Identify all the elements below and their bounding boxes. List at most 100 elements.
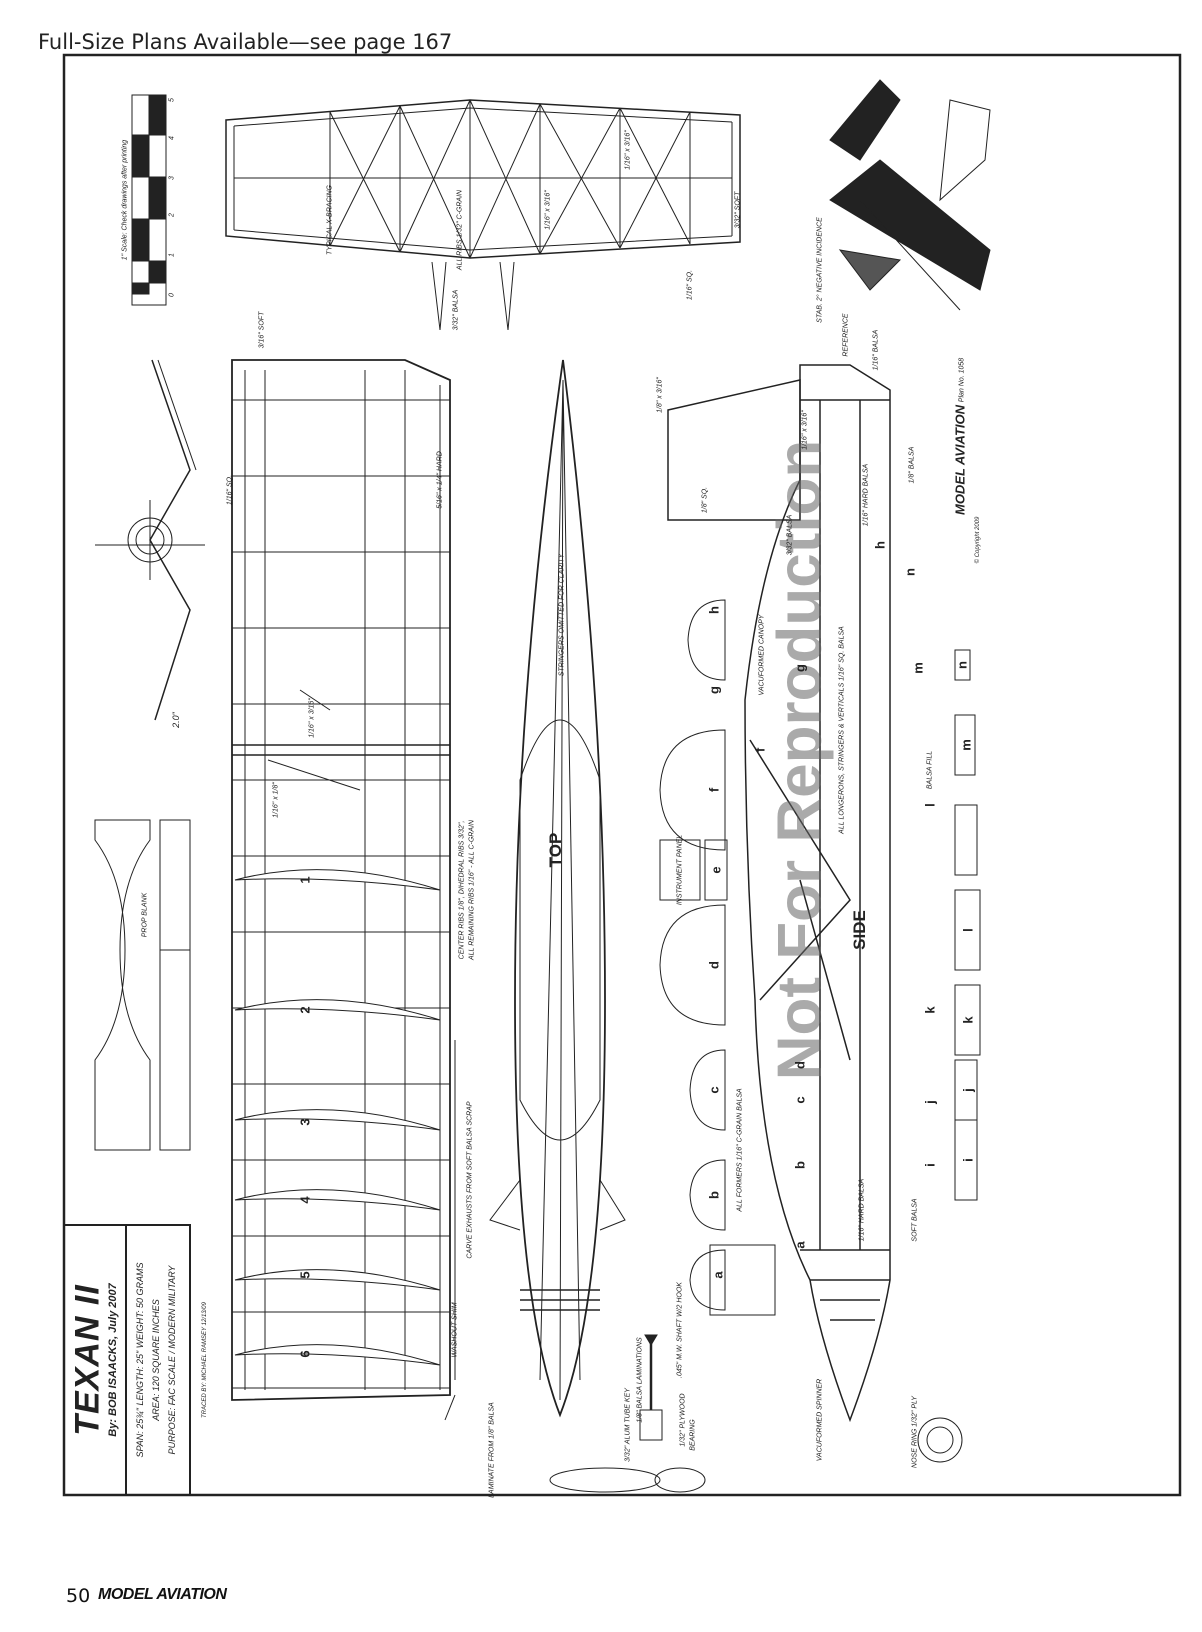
label: WASHOUT SHIM [451, 1302, 459, 1358]
formers-column [659, 599, 963, 1463]
former-letter: j [960, 1088, 976, 1092]
label: 1/8" BALSA LAMINATIONS [636, 1337, 644, 1423]
scale-tick: 0 [168, 293, 176, 297]
station-letter: f [752, 747, 768, 753]
label: 1/8" x 3/16" [656, 377, 664, 413]
label: 1/16" BALSA [872, 329, 880, 371]
plan-title: TEXAN II [68, 1284, 107, 1436]
label: 3/32" ALUM TUBE KEY [624, 1388, 632, 1462]
scale-label: 1" Scale: Check drawings after printing [121, 139, 129, 261]
station-letter: n [902, 568, 918, 576]
label: 1/8" SQ. [701, 486, 709, 514]
copyright: © Copyright 2009 [975, 516, 981, 564]
wing-plan-view [231, 359, 456, 1401]
label: 1/16" SQ. [686, 269, 694, 301]
label: INSTRUMENT PANEL [676, 834, 684, 906]
label: ALL RIBS 1/32" C-GRAIN [456, 189, 464, 271]
rib-number: 2 [297, 1006, 313, 1014]
former-letter: c [706, 1086, 722, 1094]
scale-bar [131, 94, 167, 306]
station-letter: j [922, 1100, 938, 1104]
rib-number: 3 [297, 1118, 313, 1126]
former-letter: m [958, 739, 974, 751]
station-letter: i [922, 1163, 938, 1167]
station-letter: d [792, 1061, 808, 1069]
scale-tick: 4 [168, 136, 176, 140]
washout-shim [444, 1394, 456, 1421]
label: 1/8" BALSA [908, 446, 916, 484]
label: 1/32" PLYWOOD [679, 1393, 687, 1447]
label: 5/16" x 1/4" HARD [436, 451, 444, 509]
station-letter: b [792, 1161, 808, 1169]
station-letter: a [792, 1241, 808, 1249]
former-letter: b [706, 1191, 722, 1199]
label: ALL LONGERONS, STRINGERS & VERTICALS 1/1… [838, 626, 846, 834]
plan-frame [62, 53, 1182, 1497]
former-letter: h [706, 606, 722, 614]
propeller-assembly [549, 1334, 706, 1493]
label: 3/32" BALSA [452, 289, 460, 331]
label: PROP BLANK [141, 892, 149, 938]
former-letter: e [708, 866, 724, 874]
label: STRINGERS OMITTED FOR CLARITY [558, 553, 566, 677]
label: 1/16" HARD BALSA [858, 1178, 866, 1242]
station-letter: c [792, 1096, 808, 1104]
stabilizer-top-view [225, 99, 741, 331]
former-letter: f [706, 787, 722, 793]
rib-number: 6 [297, 1350, 313, 1358]
former-letter: l [960, 928, 976, 932]
scale-tick: 5 [168, 98, 176, 102]
former-letter: n [954, 661, 970, 669]
side-view-label: SIDE [850, 910, 869, 950]
former-letter: i [960, 1158, 976, 1162]
top-view-label: TOP [546, 832, 565, 868]
specs-text: SPAN: 25¾" LENGTH: 25" WEIGHT: 50 GRAMS [135, 1262, 145, 1458]
aircraft-photo [829, 79, 991, 311]
label: REFERENCE [842, 313, 850, 357]
former-letter: g [706, 686, 722, 694]
scale-tick: 1 [168, 253, 176, 257]
rib-number: 1 [297, 876, 313, 884]
label: 1/16" x 3/16" [308, 698, 316, 738]
magazine-name: MODEL AVIATION [98, 1586, 227, 1603]
label: 1/16" x 1/8" [272, 782, 280, 818]
station-letter: l [922, 803, 938, 807]
station-letter: h [872, 541, 888, 549]
station-letter: k [922, 1006, 938, 1014]
area-text: AREA: 120 SQUARE INCHES [151, 1299, 161, 1421]
former-letter: a [710, 1271, 726, 1279]
label: 1/16" HARD BALSA [862, 463, 870, 527]
rib-number: 5 [297, 1271, 313, 1279]
label: 1/16" x 3/16" [801, 410, 809, 450]
former-letter: k [960, 1016, 976, 1024]
label: CENTER RIBS 1/8", DIHEDRAL RIBS 3/32", [458, 820, 466, 960]
label: .045" M.W. SHAFT W/2 HOOK [676, 1282, 684, 1378]
designer-byline: By: BOB ISAACKS, July 2007 [107, 1283, 119, 1437]
label: VACUFORMED CANOPY [758, 614, 766, 696]
traced-by: TRACED BY: MICHAEL RAMSEY 12/13/09 [202, 1302, 208, 1418]
label: LAMINATE FROM 1/8" BALSA [488, 1402, 496, 1498]
label: 1/16" x 3/16" [544, 190, 552, 230]
label: TYPICAL X-BRACING [326, 185, 334, 255]
side-formers-column [954, 649, 981, 1201]
scale-tick: 2 [168, 213, 176, 217]
label: 3/32" BALSA [786, 514, 794, 556]
label: CARVE EXHAUSTS FROM SOFT BALSA SCRAP [466, 1101, 474, 1259]
label: 3/32" SOFT [734, 191, 742, 229]
label: 2.0" [171, 712, 181, 728]
rib-number: 4 [297, 1196, 313, 1204]
label: VACUFORMED SPINNER [816, 1378, 824, 1462]
prop-blank [94, 819, 191, 1151]
former-letter: d [706, 961, 722, 969]
page-number: 50 [66, 1585, 91, 1607]
label: 1/16" SQ. [226, 474, 234, 506]
station-letter: m [910, 662, 926, 674]
fuselage-top-view [489, 359, 626, 1418]
plan-number: Plan No. 1058 [958, 357, 966, 403]
label: BEARING [689, 1419, 697, 1451]
header-text: Full-Size Plans Available—see page 167 [38, 30, 453, 54]
purpose-text: PURPOSE: FAC SCALE / MODERN MILITARY [167, 1265, 177, 1455]
label: NOSE RING 1/32" PLY [911, 1396, 919, 1468]
station-letter: g [792, 664, 808, 672]
